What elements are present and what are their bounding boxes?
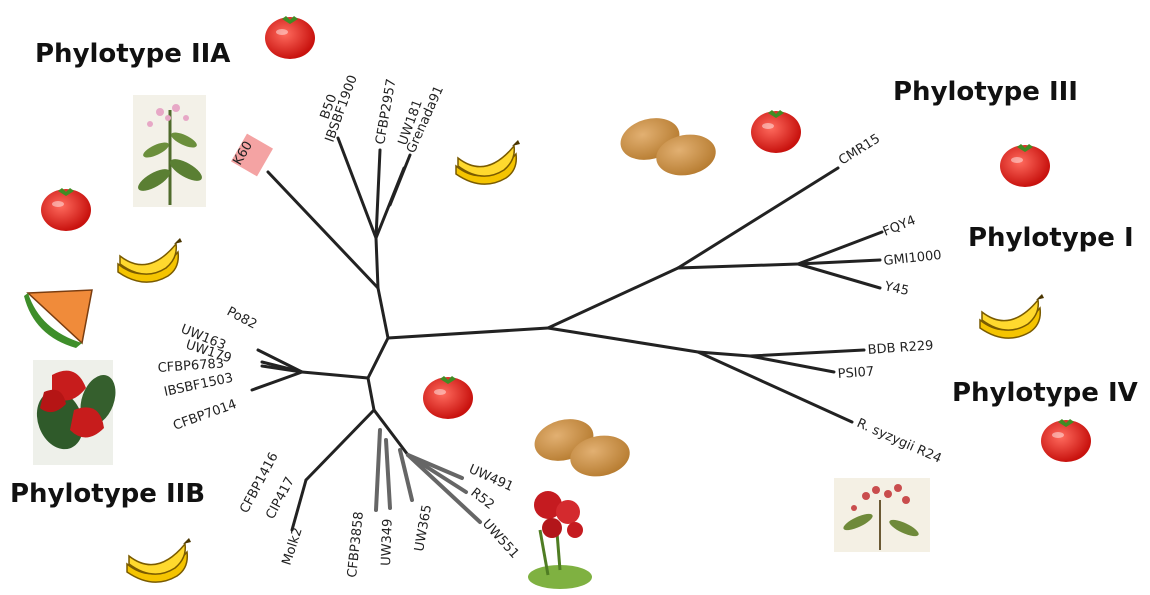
leaf-uw551: UW551 (479, 517, 522, 562)
label-phylotype-iia: Phylotype IIA (35, 39, 230, 69)
tobacco-plant-icon (133, 95, 206, 207)
branch-cmr15 (676, 166, 840, 270)
branch-to-iia-upper (376, 286, 390, 340)
branch-root-right (386, 326, 550, 340)
clove-plant-icon (834, 478, 930, 552)
leaf-cfbp6783: CFBP6783 (157, 356, 224, 376)
leaf-ibsbf1503: IBSBF1503 (163, 371, 235, 400)
k60-highlight (231, 133, 273, 177)
leaf-uw349: UW349 (379, 518, 396, 566)
branch-iia-lower-trunk (300, 370, 370, 380)
branch-to-clade-iv (546, 326, 700, 354)
leaf-bdb-r229: BDB R229 (867, 338, 934, 358)
leaf-uw365: UW365 (412, 504, 435, 553)
branch-k60 (266, 170, 380, 290)
tomato-icon (423, 376, 473, 419)
branch-iib-right (372, 408, 410, 457)
leaf-cfbp3858: CFBP3858 (345, 511, 367, 579)
branch-po82-uw163 (256, 348, 304, 374)
leaf-gmi1000: GMI1000 (883, 248, 942, 269)
leaf-cfbp7014: CFBP7014 (171, 397, 239, 434)
branch-uw365 (398, 448, 414, 502)
branch-uw349 (384, 438, 392, 510)
leaf-po82: Po82 (224, 304, 259, 332)
branch-psi07 (748, 354, 836, 374)
branch-iib-left (304, 408, 376, 482)
leaf-psi07: PSI07 (837, 364, 874, 382)
branch-grenada91 (388, 153, 412, 207)
leaf-y45: Y45 (882, 279, 910, 299)
branch-r-syzygii (696, 350, 854, 424)
branch-to-iia-lower (366, 336, 390, 380)
tomato-icon (265, 16, 315, 59)
branch-cfbp6783 (260, 364, 304, 374)
melon-icon (24, 289, 93, 348)
label-phylotype-iib: Phylotype IIB (10, 479, 205, 509)
tomato-icon (41, 188, 91, 231)
label-phylotype-iii: Phylotype III (893, 77, 1078, 107)
leaf-cmr15: CMR15 (836, 131, 883, 168)
branch-clade-i (676, 262, 800, 270)
tomato-icon (1000, 144, 1050, 187)
potato-icons (529, 111, 720, 481)
geranium-icon (528, 491, 592, 589)
branch-b50 (336, 136, 378, 240)
branch-ibsbf1503 (250, 370, 304, 392)
tree-branches (250, 136, 884, 532)
branch-cfbp2957 (374, 148, 382, 240)
potato-icon (615, 111, 720, 180)
label-phylotype-iv: Phylotype IV (952, 378, 1138, 408)
branch-gmi1000 (796, 258, 882, 266)
branch-clade-iv-inner (696, 350, 752, 358)
banana-icon (455, 139, 521, 185)
potato-icon (529, 412, 634, 481)
branch-y45 (796, 262, 882, 290)
branch-molk2 (290, 478, 308, 532)
banana-icon (117, 237, 183, 283)
tomato-icon (751, 110, 801, 153)
branch-cfbp3858 (374, 428, 382, 512)
tomato-icon (1041, 419, 1091, 462)
anthurium-icon (33, 360, 116, 465)
leaf-r52: R52 (468, 485, 497, 513)
banana-icon (979, 293, 1045, 339)
branch-uw551 (406, 453, 482, 524)
branch-fqy4 (796, 230, 884, 266)
branch-iia-upper-trunk (374, 236, 380, 290)
leaf-cfbp2957: CFBP2957 (373, 78, 399, 146)
branch-bdb-r229 (748, 348, 866, 358)
branch-to-clade-i-iii (546, 266, 680, 330)
leaf-r-syzygii-r24: R. syzygii R24 (854, 416, 943, 467)
banana-icon (126, 537, 192, 583)
label-phylotype-i: Phylotype I (968, 223, 1134, 253)
leaf-fqy4: FQY4 (881, 213, 918, 240)
branch-r52 (406, 453, 468, 494)
branch-to-iib (366, 376, 376, 412)
leaf-molk2: Molk2 (280, 526, 306, 567)
